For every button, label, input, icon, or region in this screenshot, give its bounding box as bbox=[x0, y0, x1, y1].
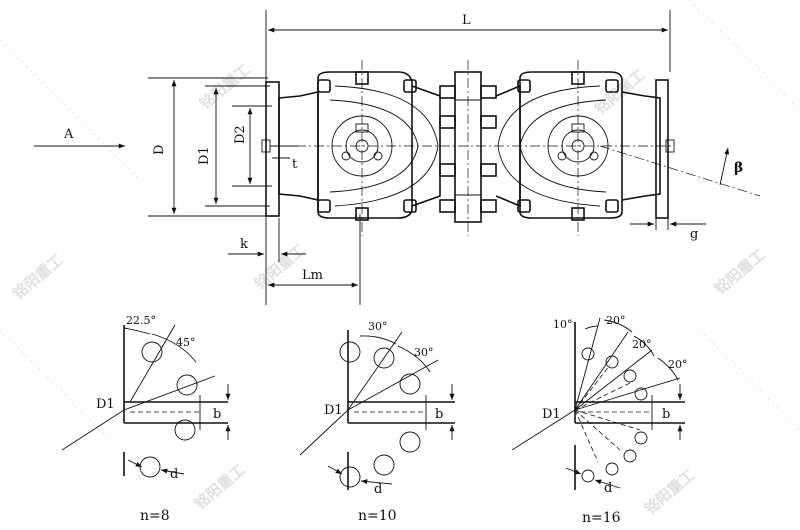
n8-D1-label: D1 bbox=[96, 397, 115, 412]
dim-L-label: L bbox=[462, 13, 471, 28]
n10-angle-1: 30° bbox=[368, 320, 388, 333]
n10-caption: n=10 bbox=[358, 508, 397, 524]
assembly-view: L A D D1 D2 t k Lm bbox=[34, 10, 761, 305]
n10-D1-label: D1 bbox=[324, 403, 343, 418]
n16-b-label: b bbox=[662, 407, 670, 422]
n8-b-label: b bbox=[213, 407, 221, 422]
dim-D2-label: D2 bbox=[233, 125, 248, 144]
n16-angle-2: 20° bbox=[606, 314, 626, 327]
n16-d-label: d bbox=[604, 481, 612, 496]
n10-angle-2: 30° bbox=[414, 346, 434, 359]
svg-text:铭阳重工: 铭阳重工 bbox=[9, 251, 67, 303]
n10-b-label: b bbox=[435, 407, 443, 422]
n16-angle-3: 20° bbox=[632, 338, 652, 351]
watermark-lines bbox=[0, 0, 800, 441]
n16-caption: n=16 bbox=[582, 510, 621, 526]
svg-text:铭阳重工: 铭阳重工 bbox=[711, 246, 769, 298]
dim-D-label: D bbox=[152, 145, 167, 155]
view-A-label: A bbox=[63, 127, 74, 142]
n8-d-label: d bbox=[170, 467, 178, 482]
n10-d-label: d bbox=[374, 482, 382, 497]
svg-text:铭阳重工: 铭阳重工 bbox=[196, 61, 254, 113]
n16-D1-label: D1 bbox=[542, 407, 561, 422]
svg-text:铭阳重工: 铭阳重工 bbox=[191, 461, 249, 513]
dim-D1-label: D1 bbox=[197, 146, 212, 165]
angle-beta-label: β bbox=[734, 160, 743, 176]
svg-text:铭阳重工: 铭阳重工 bbox=[641, 466, 699, 518]
n8-angle-1: 22.5° bbox=[126, 314, 156, 327]
n16-angle-1: 10° bbox=[553, 318, 573, 331]
n8-angle-2: 45° bbox=[176, 336, 196, 349]
dim-k-label: k bbox=[240, 237, 248, 252]
n8-caption: n=8 bbox=[140, 508, 170, 524]
dim-Lm-label: Lm bbox=[302, 268, 323, 283]
dim-g-label: g bbox=[690, 227, 698, 242]
bolt-pattern-n8: 22.5° 45° D1 b d n=8 bbox=[61, 314, 231, 524]
bolt-pattern-n16: 10° 20° 20° 20° D1 b d n=16 bbox=[511, 314, 688, 526]
n16-angle-4: 20° bbox=[668, 358, 688, 371]
watermark: 铭阳重工 铭阳重工 铭阳重工 铭阳重工 铭阳重工 铭阳重工 铭阳重工 bbox=[9, 61, 769, 518]
dim-t-label: t bbox=[292, 157, 298, 172]
bolt-pattern-n10: 30° 30° D1 b d n=10 bbox=[299, 320, 455, 524]
